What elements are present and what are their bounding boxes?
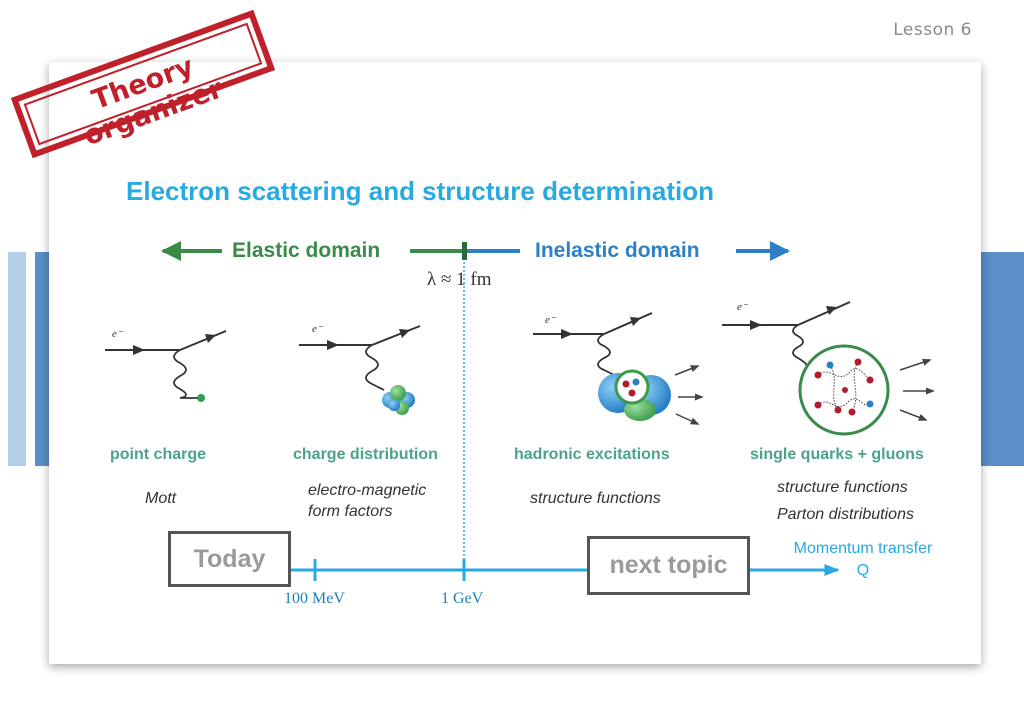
right-decor-bar [981, 252, 1024, 466]
quarks-gluons-diagram [722, 301, 935, 436]
desc-form-factors-line1: electro-magnetic [308, 482, 427, 499]
axis-label-line2: Q [856, 562, 870, 579]
caption-hadronic-excitations: hadronic excitations [514, 446, 670, 463]
caption-point-charge: point charge [110, 446, 207, 463]
desc-form-factors-line2: form factors [308, 503, 393, 520]
electron-label-3: e⁻ [545, 314, 556, 326]
tick-label-100mev: 100 MeV [284, 590, 345, 607]
point-charge-diagram [105, 330, 227, 402]
caption-quarks-gluons: single quarks + gluons [750, 446, 924, 463]
desc-mott: Mott [145, 490, 177, 507]
left-decor-bar-light [8, 252, 26, 466]
inelastic-domain-label: Inelastic domain [535, 239, 700, 262]
wavelength-label: λ ≈ 1 fm [427, 269, 492, 290]
hadronic-excitations-diagram [533, 312, 704, 425]
desc-parton-distributions: Parton distributions [777, 506, 914, 523]
electron-label-2: e⁻ [312, 323, 323, 335]
lesson-label: Lesson 6 [893, 20, 972, 40]
left-decor-bar-dark [35, 252, 49, 466]
charge-distribution-diagram [299, 325, 421, 415]
domain-divider-tick [462, 242, 467, 260]
tick-label-1gev: 1 GeV [441, 590, 484, 607]
desc-structure-functions-2: structure functions [777, 479, 908, 496]
desc-structure-functions: structure functions [530, 490, 661, 507]
caption-charge-distribution: charge distribution [293, 446, 438, 463]
elastic-domain-label: Elastic domain [232, 239, 381, 262]
slide-title: Electron scattering and structure determ… [126, 176, 715, 206]
next-topic-box: next topic [587, 536, 750, 595]
electron-label-1: e⁻ [112, 328, 123, 340]
electron-label-4: e⁻ [737, 301, 748, 313]
axis-label-line1: Momentum transfer [793, 540, 933, 557]
today-box: Today [168, 531, 291, 587]
